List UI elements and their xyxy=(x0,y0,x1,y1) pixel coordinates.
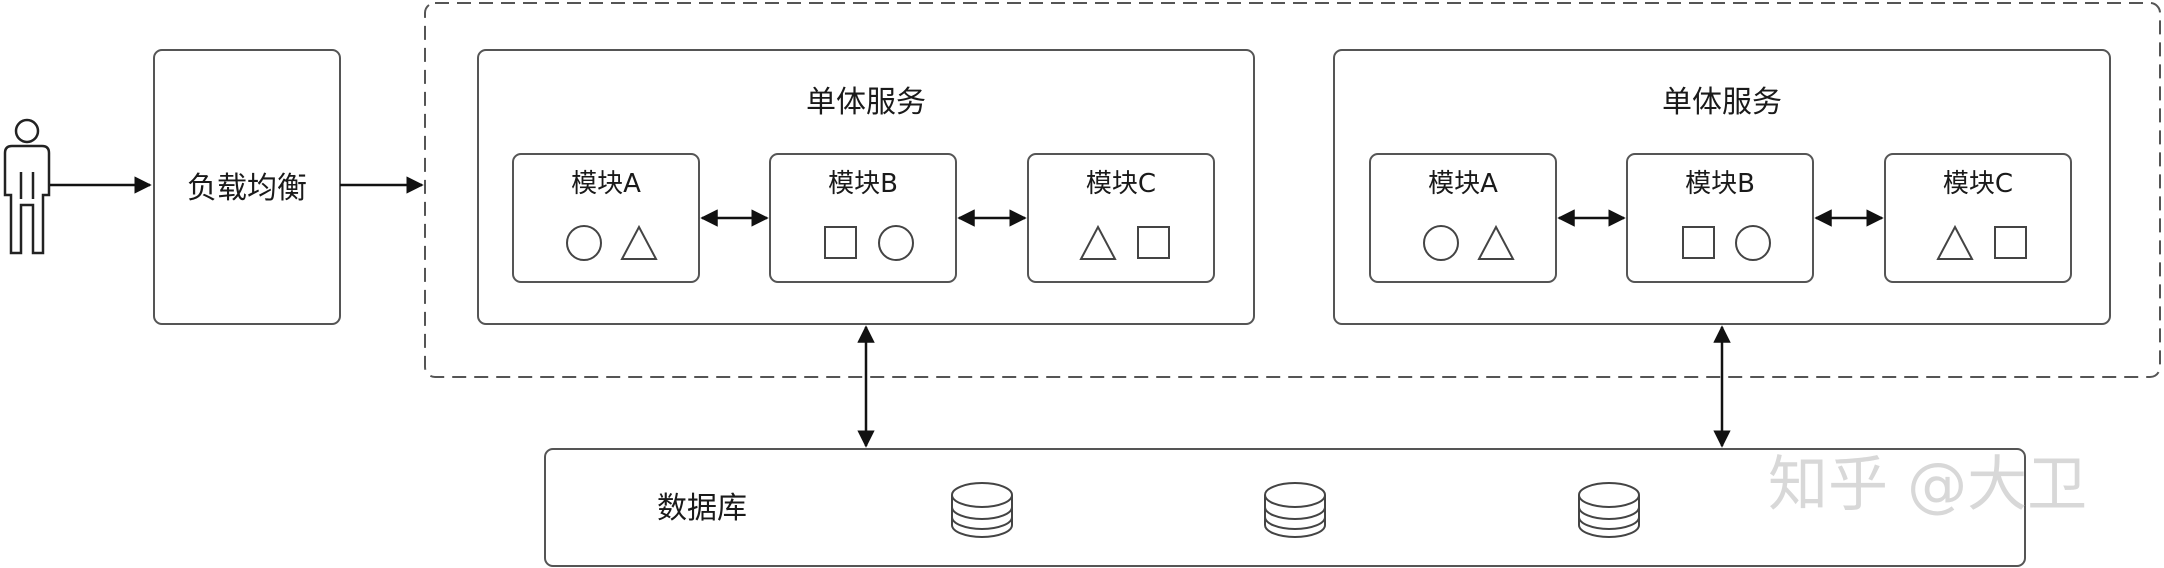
database-icon xyxy=(1264,482,1326,538)
square-shape xyxy=(1137,226,1170,259)
circle-shape xyxy=(566,225,602,261)
square-shape xyxy=(1682,226,1715,259)
load-balancer-node: 负载均衡 xyxy=(153,49,341,325)
monolith-service: 单体服务 模块A 模块B 模块C xyxy=(1333,49,2111,325)
module-label: 模块A xyxy=(1428,169,1498,199)
database-icon xyxy=(951,482,1013,538)
square-shape xyxy=(824,226,857,259)
module-box: 模块B xyxy=(769,153,957,283)
database-node: 数据库 xyxy=(544,448,2026,567)
circle-shape xyxy=(1735,225,1771,261)
watermark: 知乎 @大卫 xyxy=(1768,450,2087,520)
module-label: 模块C xyxy=(1943,169,2013,199)
module-box: 模块A xyxy=(1369,153,1557,283)
module-box: 模块C xyxy=(1884,153,2072,283)
triangle-shape xyxy=(620,224,658,260)
square-shape xyxy=(1994,226,2027,259)
circle-shape xyxy=(878,225,914,261)
triangle-shape xyxy=(1936,224,1974,260)
load-balancer-label: 负载均衡 xyxy=(187,171,307,206)
triangle-shape xyxy=(1477,224,1515,260)
module-box: 模块B xyxy=(1626,153,1814,283)
user-icon xyxy=(3,118,51,255)
database-icon xyxy=(1578,482,1640,538)
module-label: 模块B xyxy=(828,169,898,199)
database-label: 数据库 xyxy=(657,491,747,526)
triangle-shape xyxy=(1079,224,1117,260)
circle-shape xyxy=(1423,225,1459,261)
module-label: 模块C xyxy=(1086,169,1156,199)
service-label: 单体服务 xyxy=(1662,85,1782,120)
module-label: 模块A xyxy=(571,169,641,199)
module-box: 模块A xyxy=(512,153,700,283)
module-label: 模块B xyxy=(1685,169,1755,199)
service-label: 单体服务 xyxy=(806,85,926,120)
service-cluster-boundary xyxy=(424,2,2161,378)
module-box: 模块C xyxy=(1027,153,1215,283)
monolith-service: 单体服务 模块A 模块B 模块C xyxy=(477,49,1255,325)
